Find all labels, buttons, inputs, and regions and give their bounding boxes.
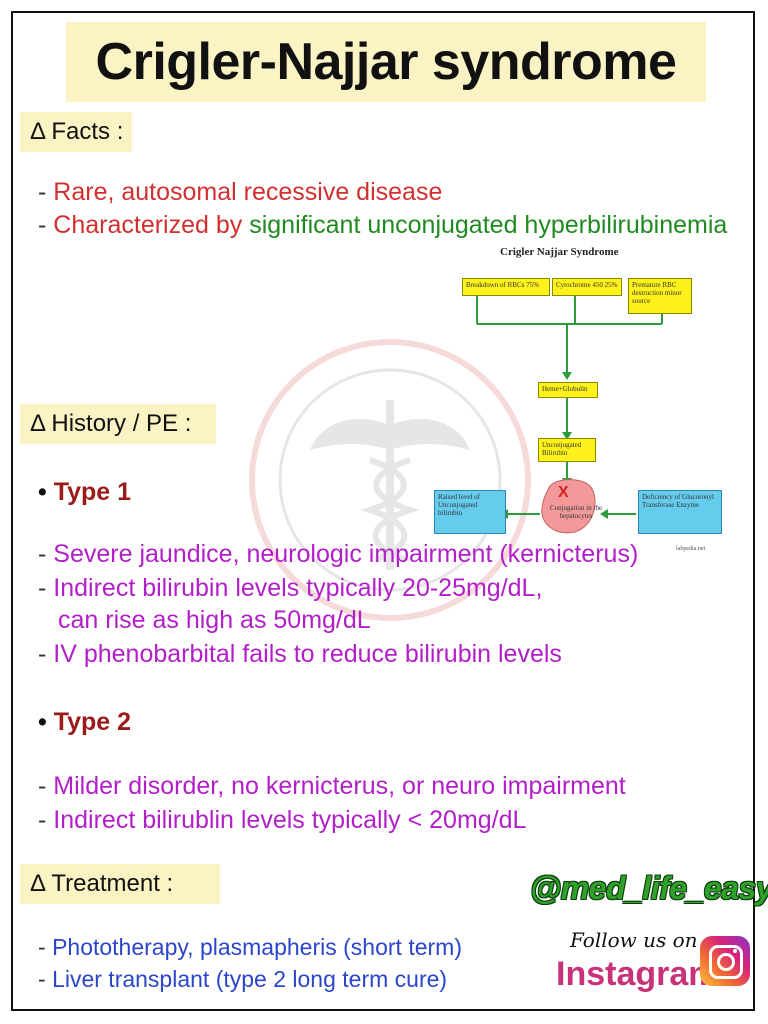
watermark-seal [249, 339, 531, 621]
treatment-line-1-text: Phototherapy, plasmapheris (short term) [52, 934, 462, 960]
type1-line-3-text: can rise as high as 50mg/dL [58, 606, 371, 634]
diagram-box-heme: Heme+Globulin [538, 382, 598, 398]
diagram-title: Crigler Najjar Syndrome [500, 246, 619, 258]
type2-line-2-text: Indirect bilirublin levels typically < 2… [53, 806, 527, 834]
instagram-icon[interactable] [700, 936, 750, 986]
facts-line-2: - Characterized by significant unconjuga… [38, 211, 728, 239]
treatment-heading: Δ Treatment : [30, 870, 174, 897]
treatment-line-1: - Phototherapy, plasmapheris (short term… [38, 934, 462, 960]
brand-handle-text: @med_life_easy [530, 870, 768, 906]
type1-line-4: - IV phenobarbital fails to reduce bilir… [38, 640, 562, 668]
history-heading-box: Δ History / PE : [20, 404, 216, 444]
facts-heading-box: Δ Facts : [20, 112, 132, 152]
treatment-line-2: - Liver transplant (type 2 long term cur… [38, 966, 448, 992]
type2-line-2: - Indirect bilirublin levels typically <… [38, 806, 527, 834]
diagram-box-rbc: Breakdown of RBCs 75% [462, 278, 550, 296]
follow-text: Follow us on [570, 928, 698, 952]
type2-line-1-text: Milder disorder, no kernicterus, or neur… [53, 772, 626, 800]
treatment-line-2-text: Liver transplant (type 2 long term cure) [52, 966, 448, 992]
type1-line-2-text: Indirect bilirubin levels typically 20-2… [53, 574, 543, 602]
type1-line-4-text: IV phenobarbital fails to reduce bilirub… [53, 640, 562, 668]
title-banner: Crigler-Najjar syndrome [66, 22, 706, 102]
diagram-box-raised: Raised level of Unconjugated bilirubin [434, 490, 506, 534]
diagram-x-mark: X [558, 484, 569, 501]
type2-heading: • Type 2 [38, 708, 132, 736]
history-heading: Δ History / PE : [30, 410, 192, 437]
facts-line-2-part2: significant unconjugated hyperbilirubine… [249, 211, 728, 239]
facts-line-2-part1: Characterized by [53, 211, 250, 239]
type1-label: Type 1 [53, 478, 132, 506]
diagram-box-deficiency: Deficiency of Glucoronyl Transferase Enz… [638, 490, 722, 534]
page-title: Crigler-Najjar syndrome [95, 33, 677, 91]
facts-line-1-text: Rare, autosomal recessive disease [53, 178, 443, 206]
diagram-connectors [476, 296, 663, 534]
brand-handle: @med_life_easy© [530, 870, 768, 907]
type2-line-1: - Milder disorder, no kernicterus, or ne… [38, 772, 626, 800]
type2-label: Type 2 [53, 708, 132, 736]
pathway-diagram: Crigler Najjar Syndrome Breakdown of RBC… [430, 242, 730, 562]
diagram-box-unconjugated: Unconjugated Bilirubin [538, 438, 596, 462]
facts-line-1: - Rare, autosomal recessive disease [38, 178, 443, 206]
diagram-box-cytochrome: Cytochrome 450 25% [552, 278, 622, 296]
diagram-conjugation-label: Conjugation in the hepatocytes [549, 504, 603, 520]
type1-line-3: can rise as high as 50mg/dL [58, 606, 371, 635]
type1-line-1-text: Severe jaundice, neurologic impairment (… [53, 540, 639, 568]
treatment-heading-box: Δ Treatment : [20, 864, 220, 904]
instagram-label: Instagram [556, 955, 719, 993]
type1-line-2: - Indirect bilirubin levels typically 20… [38, 574, 543, 602]
diagram-box-premature: Premature RBC destruction minor source [628, 278, 692, 314]
type1-heading: • Type 1 [38, 478, 132, 506]
type1-line-1: - Severe jaundice, neurologic impairment… [38, 540, 639, 568]
diagram-source: labpedia.net [676, 546, 706, 552]
facts-heading: Δ Facts : [30, 118, 124, 145]
page-frame [11, 11, 755, 1011]
